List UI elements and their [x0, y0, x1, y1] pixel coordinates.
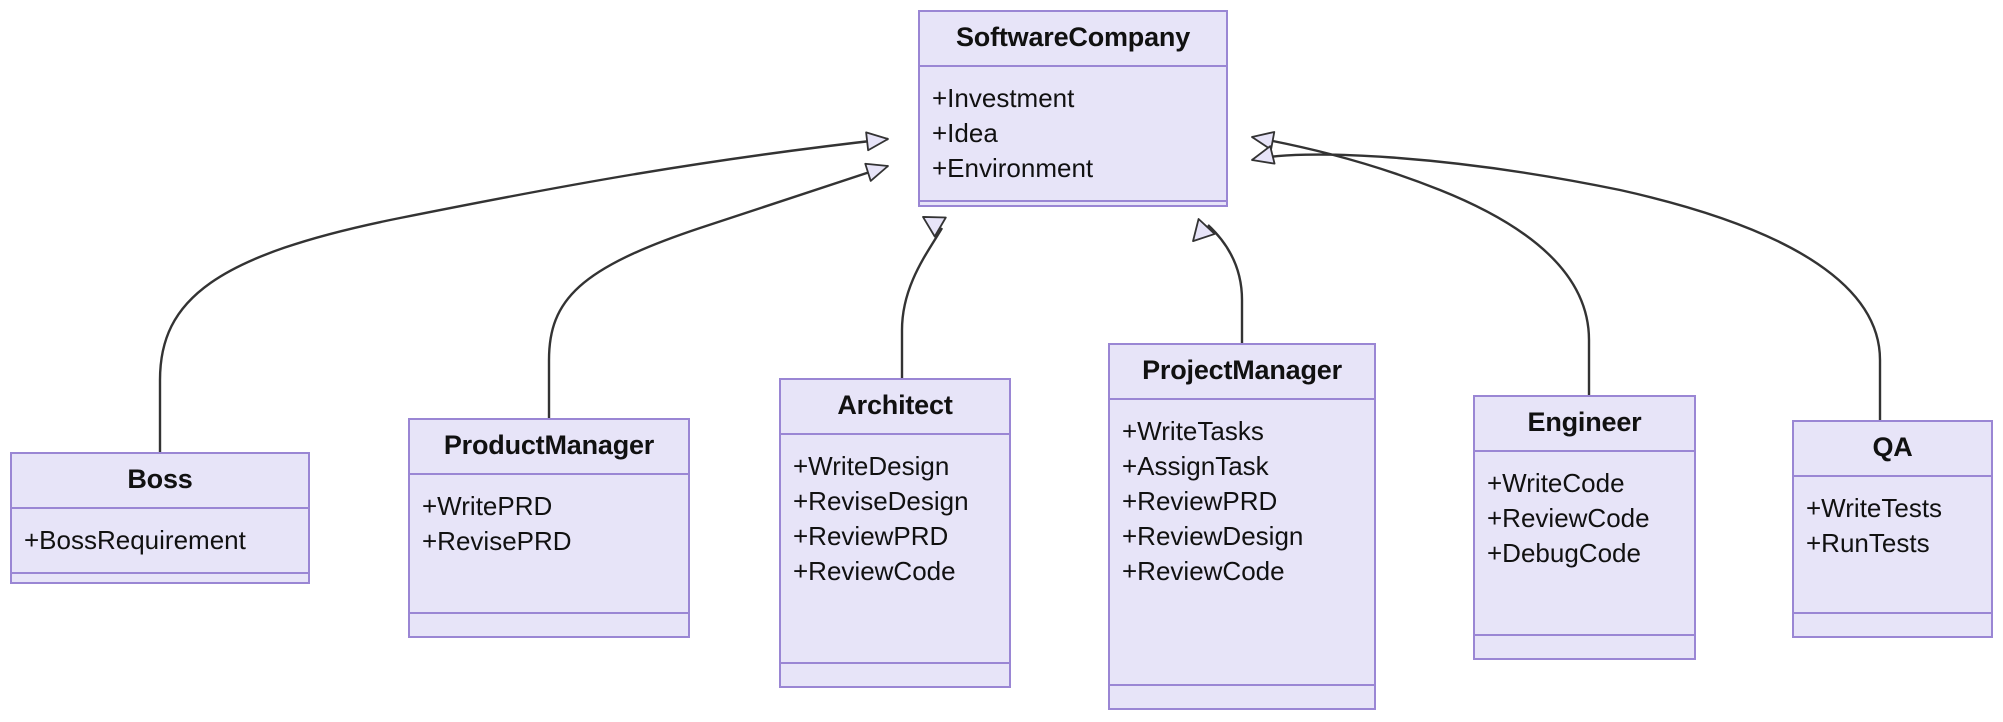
attribute-item: +ReviewDesign: [1122, 521, 1304, 552]
class-box-boss[interactable]: Boss +BossRequirement: [10, 452, 310, 584]
attribute-item: +RevisePRD: [422, 526, 572, 557]
class-title-architect: Architect: [781, 380, 1009, 435]
class-title-productmanager: ProductManager: [410, 420, 688, 475]
class-box-projectmanager[interactable]: ProjectManager +WriteTasks +AssignTask +…: [1108, 343, 1376, 710]
class-methods-boss: [12, 574, 308, 596]
class-box-architect[interactable]: Architect +WriteDesign +ReviseDesign +Re…: [779, 378, 1011, 688]
class-methods-productmanager: [410, 614, 688, 636]
edge-architect-to-softwarecompany: [900, 216, 947, 378]
class-title-qa: QA: [1794, 422, 1991, 477]
class-title-projectmanager: ProjectManager: [1110, 345, 1374, 400]
class-box-softwarecompany[interactable]: SoftwareCompany +Investment +Idea +Envir…: [918, 10, 1228, 207]
class-attributes-boss: +BossRequirement: [12, 509, 308, 575]
attribute-item: +WritePRD: [422, 491, 553, 521]
attribute-item: +Investment: [932, 83, 1075, 113]
class-attributes-qa: +WriteTests +RunTests: [1794, 477, 1991, 614]
class-attributes-productmanager: +WritePRD +RevisePRD: [410, 475, 688, 614]
class-attributes-architect: +WriteDesign +ReviseDesign +ReviewPRD +R…: [781, 435, 1009, 664]
attribute-item: +WriteCode: [1487, 468, 1625, 498]
class-methods-softwarecompany: [920, 202, 1226, 224]
attribute-item: +AssignTask: [1122, 451, 1269, 482]
class-methods-architect: [781, 664, 1009, 686]
attribute-item: +ReviewCode: [793, 556, 956, 587]
class-methods-projectmanager: [1110, 686, 1374, 708]
class-attributes-engineer: +WriteCode +ReviewCode +DebugCode: [1475, 452, 1694, 636]
class-box-qa[interactable]: QA +WriteTests +RunTests: [1792, 420, 1993, 638]
class-attributes-softwarecompany: +Investment +Idea +Environment: [920, 67, 1226, 203]
attribute-item: +WriteDesign: [793, 451, 950, 481]
class-box-engineer[interactable]: Engineer +WriteCode +ReviewCode +DebugCo…: [1473, 395, 1696, 660]
class-attributes-projectmanager: +WriteTasks +AssignTask +ReviewPRD +Revi…: [1110, 400, 1374, 686]
attribute-item: +ReviewCode: [1487, 503, 1650, 534]
attribute-item: +DebugCode: [1487, 538, 1641, 569]
attribute-item: +RunTests: [1806, 528, 1930, 559]
class-methods-qa: [1794, 614, 1991, 636]
attribute-item: +BossRequirement: [24, 525, 246, 555]
class-title-softwarecompany: SoftwareCompany: [920, 12, 1226, 67]
class-title-engineer: Engineer: [1475, 397, 1694, 452]
attribute-item: +ReviewCode: [1122, 556, 1285, 587]
class-methods-engineer: [1475, 636, 1694, 658]
attribute-item: +ReviewPRD: [1122, 486, 1278, 517]
class-box-productmanager[interactable]: ProductManager +WritePRD +RevisePRD: [408, 418, 690, 638]
attribute-item: +WriteTasks: [1122, 416, 1264, 446]
edge-projectmanager-to-softwarecompany: [1192, 218, 1244, 343]
attribute-item: +Idea: [932, 118, 998, 149]
attribute-item: +ReviseDesign: [793, 486, 969, 517]
attribute-item: +WriteTests: [1806, 493, 1943, 523]
attribute-item: +Environment: [932, 153, 1094, 184]
attribute-item: +ReviewPRD: [793, 521, 949, 552]
class-title-boss: Boss: [12, 454, 308, 509]
